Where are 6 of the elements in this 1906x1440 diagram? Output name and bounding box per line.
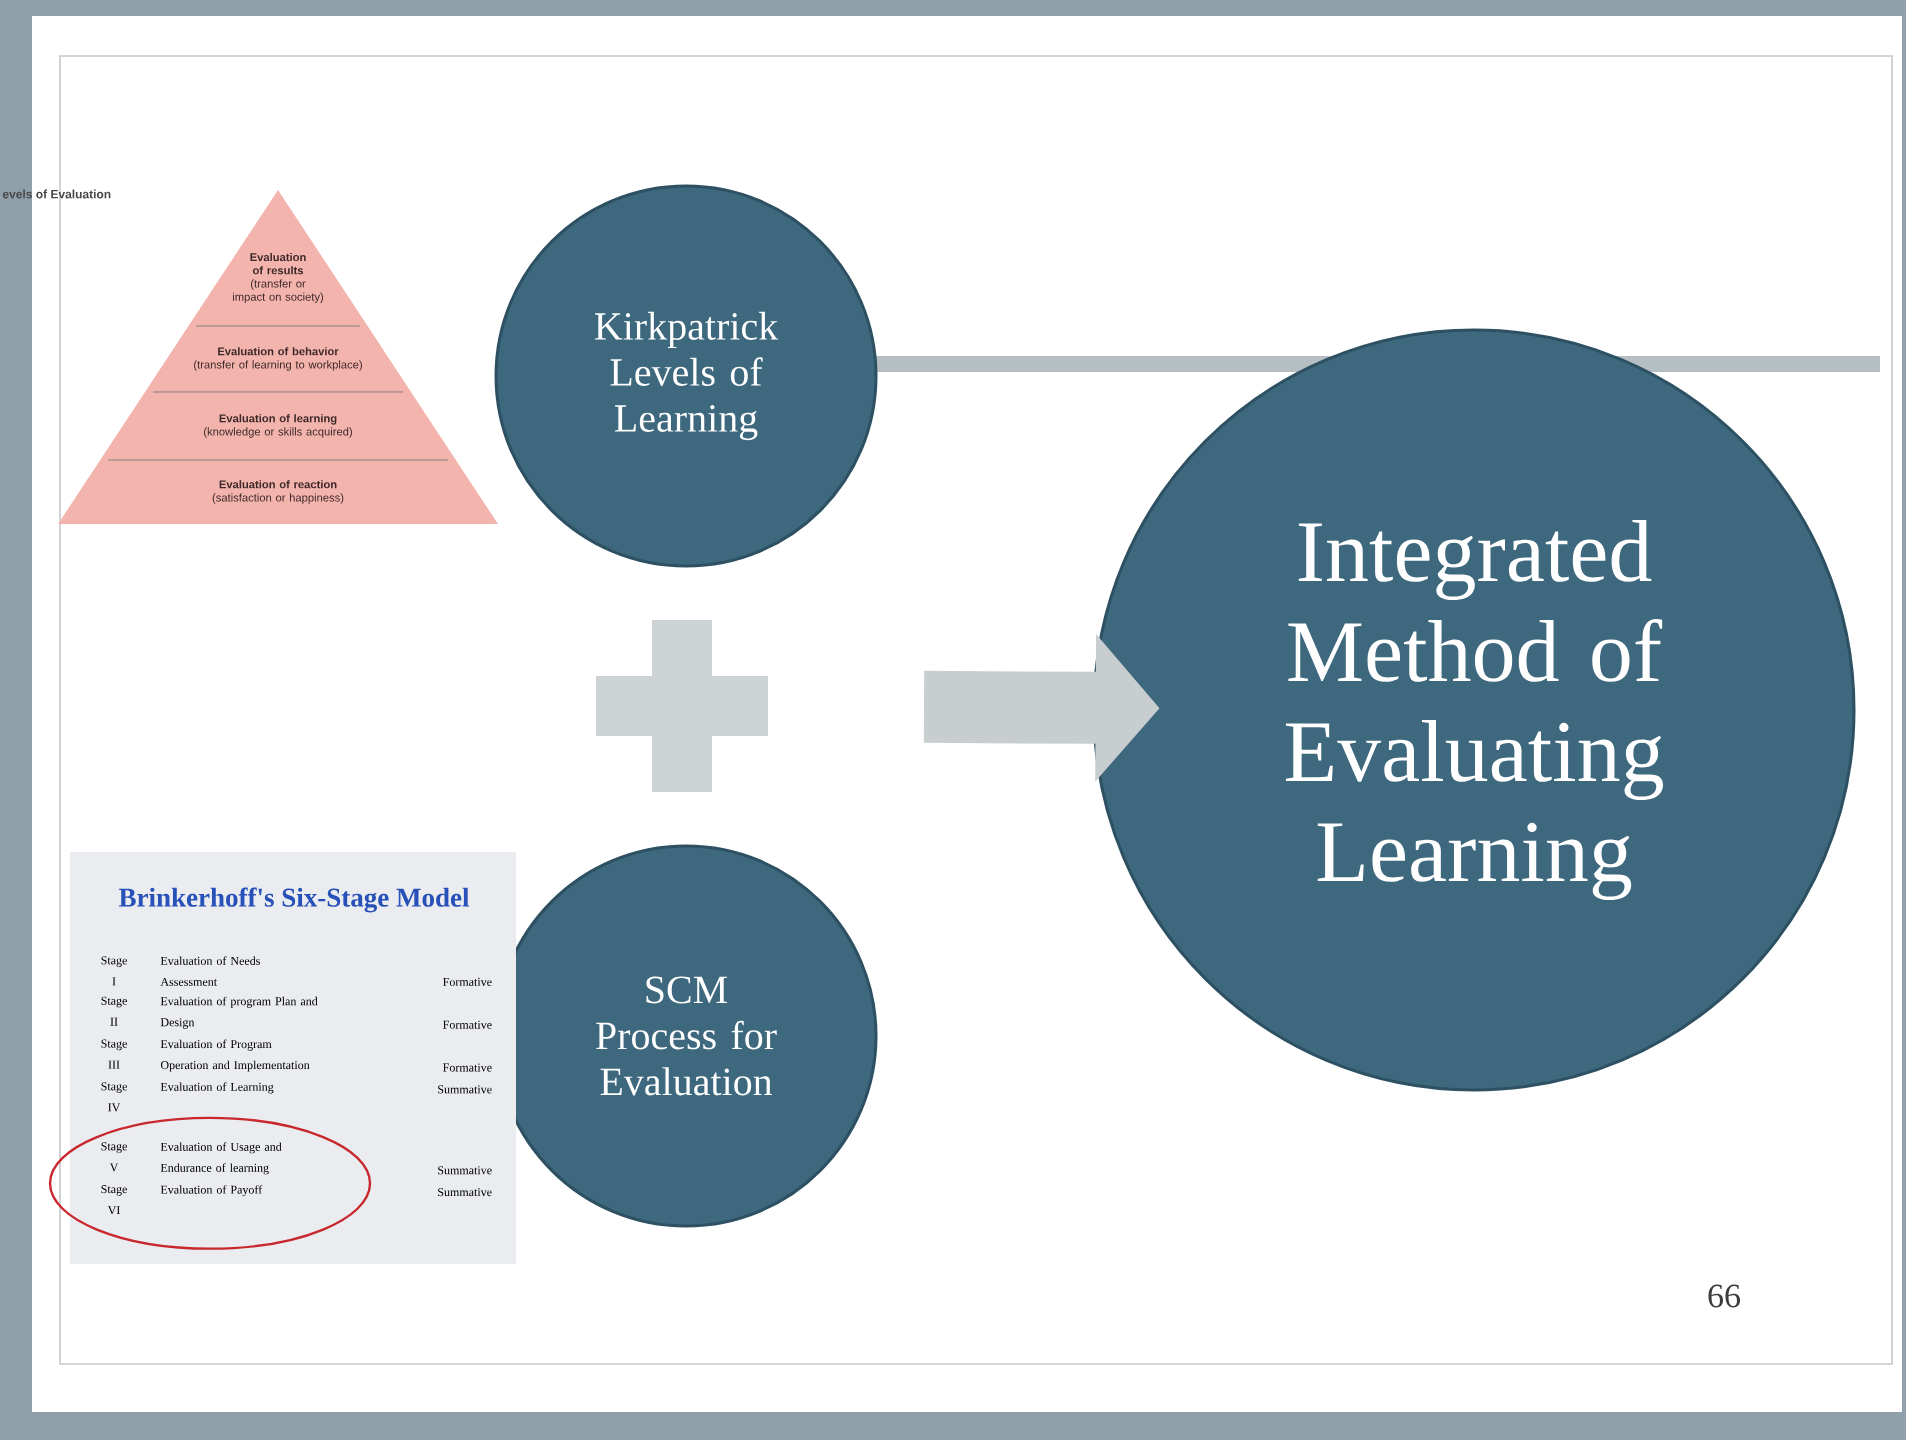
plus-sign <box>596 619 768 792</box>
circle-node: SCM Process for Evaluation <box>494 844 878 1228</box>
table-title: Brinkerhoff's Six-Stage Model <box>118 887 470 913</box>
circle-node: Integrated Method of Evaluating Learning <box>1092 328 1856 1092</box>
circle-node: Kirkpatrick Levels of Learning <box>494 184 878 568</box>
page-number: 66 <box>1708 1284 1740 1308</box>
